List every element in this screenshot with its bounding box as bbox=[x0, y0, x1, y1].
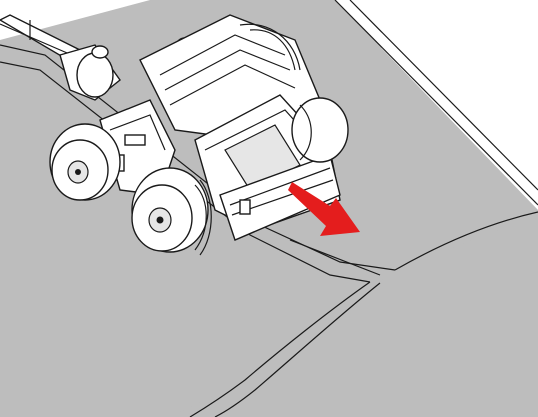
pipe-edge-line bbox=[334, 0, 538, 206]
circumferential-seam-lower-2 bbox=[214, 282, 381, 417]
circumferential-seam-lower bbox=[189, 281, 371, 417]
weld-seam-line-lower bbox=[0, 61, 371, 283]
wheel-rear-left bbox=[49, 123, 121, 201]
wheel-right bbox=[291, 97, 349, 163]
wheel-front-left bbox=[131, 167, 212, 256]
pipe-edge-line-2 bbox=[349, 0, 538, 191]
weld-seam-line-mid bbox=[289, 239, 381, 276]
surface-right-plate bbox=[170, 215, 538, 417]
direction-arrow-icon bbox=[288, 182, 360, 236]
circumferential-seam bbox=[394, 211, 538, 271]
